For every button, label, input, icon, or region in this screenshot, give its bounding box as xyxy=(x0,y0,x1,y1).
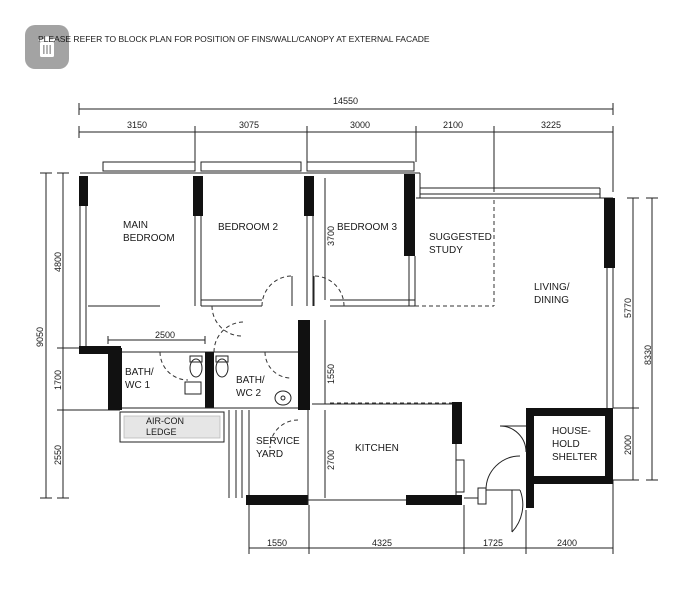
label-bedroom-3: BEDROOM 3 xyxy=(337,222,397,233)
trash-icon xyxy=(38,36,56,57)
label-aircon-1: AIR-CON xyxy=(146,416,184,426)
dim-bottom-4: 2400 xyxy=(557,538,577,548)
bottom-dimensions: 1550 4325 1725 2400 xyxy=(248,480,614,554)
left-dimensions: 9050 4800 1700 2550 xyxy=(35,172,120,499)
dim-top-1: 3150 xyxy=(127,120,147,130)
dim-right-2: 2000 xyxy=(623,435,633,455)
bath1-toilet xyxy=(189,358,203,378)
label-shelter-2: HOLD xyxy=(552,439,580,450)
label-living-2: DINING xyxy=(534,295,569,306)
top-dimensions: 14550 3150 3075 3000 2100 3225 xyxy=(78,96,614,192)
label-bath2-2: WC 2 xyxy=(236,388,261,399)
door-swings xyxy=(159,275,527,533)
label-bath1-1: BATH/ xyxy=(125,367,154,378)
inner-dimensions: 2500 3700 1550 2700 xyxy=(107,178,336,498)
dim-inner-3700: 3700 xyxy=(326,226,336,246)
walls xyxy=(79,174,615,508)
dim-top-5: 3225 xyxy=(541,120,561,130)
label-aircon-2: LEDGE xyxy=(146,427,177,437)
dim-right-1: 5770 xyxy=(623,298,633,318)
label-kitchen: KITCHEN xyxy=(355,443,399,454)
facade-note: PLEASE REFER TO BLOCK PLAN FOR POSITION … xyxy=(38,34,430,44)
label-service-yard-2: YARD xyxy=(256,449,283,460)
dim-right-inner: 8330 xyxy=(643,345,653,365)
right-dimensions: 5770 2000 8330 xyxy=(613,197,658,481)
bath2-toilet xyxy=(215,358,229,378)
label-shelter-3: SHELTER xyxy=(552,452,597,463)
room-labels: MAIN BEDROOM BEDROOM 2 BEDROOM 3 SUGGEST… xyxy=(123,220,597,463)
dim-bottom-1: 1550 xyxy=(267,538,287,548)
dim-top-3: 3000 xyxy=(350,120,370,130)
dim-left-3: 2550 xyxy=(53,445,63,465)
dashed-boundaries xyxy=(330,200,495,404)
facade-ledges xyxy=(80,161,613,199)
label-study-2: STUDY xyxy=(429,245,463,256)
dim-top-4: 2100 xyxy=(443,120,463,130)
label-study-1: SUGGESTED xyxy=(429,232,492,243)
bath1-sink xyxy=(184,381,202,395)
label-bath2-1: BATH/ xyxy=(236,375,265,386)
label-main-bedroom-1: MAIN xyxy=(123,220,148,231)
label-shelter-1: HOUSE- xyxy=(552,426,591,437)
dim-top-2: 3075 xyxy=(239,120,259,130)
dim-inner-2700: 2700 xyxy=(326,450,336,470)
label-service-yard-1: SERVICE xyxy=(256,436,300,447)
label-living-1: LIVING/ xyxy=(534,282,570,293)
dim-overall: 14550 xyxy=(333,96,358,106)
dim-bottom-3: 1725 xyxy=(483,538,503,548)
dim-left-2: 1700 xyxy=(53,370,63,390)
delete-button[interactable] xyxy=(25,25,69,69)
label-bedroom-2: BEDROOM 2 xyxy=(218,222,278,233)
dim-bottom-2: 4325 xyxy=(372,538,392,548)
dim-inner-2500: 2500 xyxy=(155,330,175,340)
dim-inner-1550: 1550 xyxy=(326,364,336,384)
dim-left-1: 4800 xyxy=(53,252,63,272)
bath2-sink xyxy=(274,390,292,406)
label-bath1-2: WC 1 xyxy=(125,380,150,391)
dim-left-total: 9050 xyxy=(35,327,45,347)
fixtures xyxy=(184,355,292,406)
label-main-bedroom-2: BEDROOM xyxy=(123,233,175,244)
